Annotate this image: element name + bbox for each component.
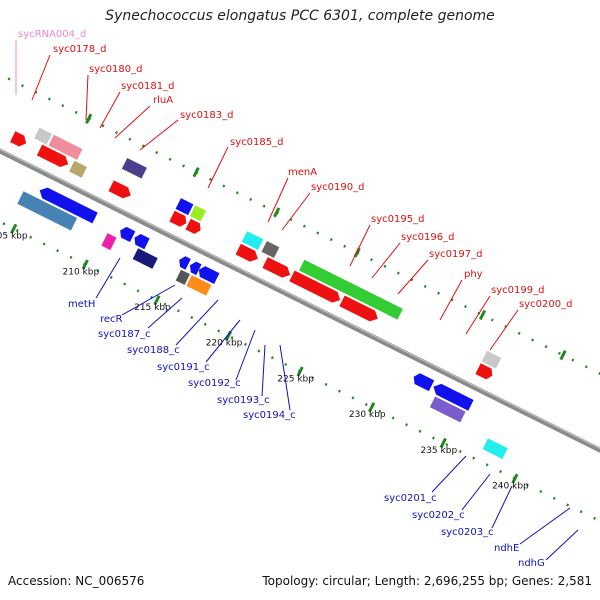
label-syc0191-c: syc0191_c xyxy=(157,362,210,373)
scale-label-205: 205 kbp xyxy=(0,232,28,242)
scale-labels: 205 kbp 210 kbp 215 kbp 220 kbp 225 kbp … xyxy=(0,232,529,492)
genome-backbone xyxy=(0,110,600,491)
label-syc0180-d: syc0180_d xyxy=(89,64,142,75)
gene-syc0201-box xyxy=(481,350,502,369)
gene-mena xyxy=(189,205,206,222)
label-syc0196-d: syc0196_d xyxy=(401,232,454,243)
scale-label-215: 215 kbp xyxy=(134,303,171,313)
reverse-guide-track xyxy=(0,168,600,546)
gene-syc0202c xyxy=(433,383,474,411)
forward-leader-lines xyxy=(15,40,519,351)
label-syc0183-d: syc0183_d xyxy=(180,110,233,121)
scale-label-235: 235 kbp xyxy=(420,446,457,456)
gene-syc0178 xyxy=(0,113,1,135)
label-syc0197-d: syc0197_d xyxy=(429,249,482,260)
map-title: Synechococcus elongatus PCC 6301, comple… xyxy=(105,8,495,24)
forward-gene-labels: sycRNA004_d syc0178_d syc0180_d syc0181_… xyxy=(18,29,572,310)
gene-syc0181 xyxy=(48,134,83,160)
reverse-strand-genes xyxy=(17,187,508,459)
gene-ndhg xyxy=(482,438,508,459)
scale-label-240: 240 kbp xyxy=(492,482,529,492)
gene-syc0191b xyxy=(132,248,158,269)
label-syc0194-c: syc0194_c xyxy=(243,410,296,421)
gene-syc0191 xyxy=(134,233,150,250)
label-syc0203-c: syc0203_c xyxy=(441,527,494,538)
gene-syc0203c xyxy=(429,396,466,423)
gene-syc0185 xyxy=(121,157,147,179)
label-phy: phy xyxy=(464,269,483,280)
gene-mena-box xyxy=(175,198,194,216)
gene-syc0194 xyxy=(198,266,220,284)
label-syc0200-d: syc0200_d xyxy=(519,299,572,310)
scale-label-220: 220 kbp xyxy=(206,339,243,349)
label-mena: menA xyxy=(288,167,317,178)
label-syc0190-d: syc0190_d xyxy=(311,182,364,193)
label-syc0181-d: syc0181_d xyxy=(121,81,174,92)
gene-syc0199 xyxy=(289,270,341,303)
label-ndhg: ndhG xyxy=(518,558,545,569)
label-syc0187-c: syc0187_c xyxy=(98,329,151,340)
gene-syc0188 xyxy=(101,233,117,251)
gene-syc0183 xyxy=(69,160,87,178)
gene-phy xyxy=(299,259,403,320)
gene-syc0187 xyxy=(17,191,78,231)
gene-syc0201c xyxy=(413,373,435,392)
label-rlua: rluA xyxy=(153,95,173,106)
label-meth: metH xyxy=(68,299,95,310)
gene-syc0193 xyxy=(189,261,202,276)
gene-syc0194b xyxy=(175,269,190,285)
label-ndhe: ndhE xyxy=(494,543,519,554)
label-syc0185-d: syc0185_d xyxy=(230,137,283,148)
gene-syc0190 xyxy=(169,210,187,227)
gene-syc0196 xyxy=(261,241,280,258)
label-syc0195-d: syc0195_d xyxy=(371,214,424,225)
gene-syc0192 xyxy=(179,256,191,270)
label-syc0202-c: syc0202_c xyxy=(412,510,465,521)
gene-syc0195 xyxy=(241,231,264,250)
label-sycrna004-d: sycRNA004_d xyxy=(18,29,86,40)
scale-label-210: 210 kbp xyxy=(63,267,100,277)
gene-syc0185b xyxy=(108,180,131,199)
label-syc0178-d: syc0178_d xyxy=(53,44,106,55)
gene-syc0180 xyxy=(10,131,27,147)
gene-syc0194c xyxy=(186,275,212,296)
gene-syc0201-arrow xyxy=(475,363,493,380)
topology-text: Topology: circular; Length: 2,696,255 bp… xyxy=(262,574,592,588)
label-syc0199-d: syc0199_d xyxy=(491,285,544,296)
scale-label-225: 225 kbp xyxy=(277,374,314,384)
label-recr: recR xyxy=(100,314,123,325)
label-syc0188-c: syc0188_c xyxy=(127,345,180,356)
accession-text: Accession: NC_006576 xyxy=(8,574,145,588)
gene-recr xyxy=(39,187,98,224)
gene-syc0180b xyxy=(34,127,53,145)
scale-label-230: 230 kbp xyxy=(349,410,386,420)
reverse-gene-labels: metH recR syc0187_c syc0188_c syc0191_c … xyxy=(68,299,545,569)
gene-syc0200 xyxy=(339,295,378,322)
gene-syc0188b xyxy=(120,226,136,243)
label-syc0192-c: syc0192_c xyxy=(188,378,241,389)
scale-ticks xyxy=(10,113,567,484)
gene-syc0197 xyxy=(262,257,291,278)
gene-rlua xyxy=(36,144,69,168)
label-syc0201-c: syc0201_c xyxy=(384,493,437,504)
forward-guide-track xyxy=(0,50,600,428)
gene-syc0195b xyxy=(235,243,258,262)
reverse-leader-lines xyxy=(95,257,579,561)
label-syc0193-c: syc0193_c xyxy=(217,395,270,406)
forward-strand-genes xyxy=(0,113,502,380)
gene-syc0190b xyxy=(185,218,201,234)
